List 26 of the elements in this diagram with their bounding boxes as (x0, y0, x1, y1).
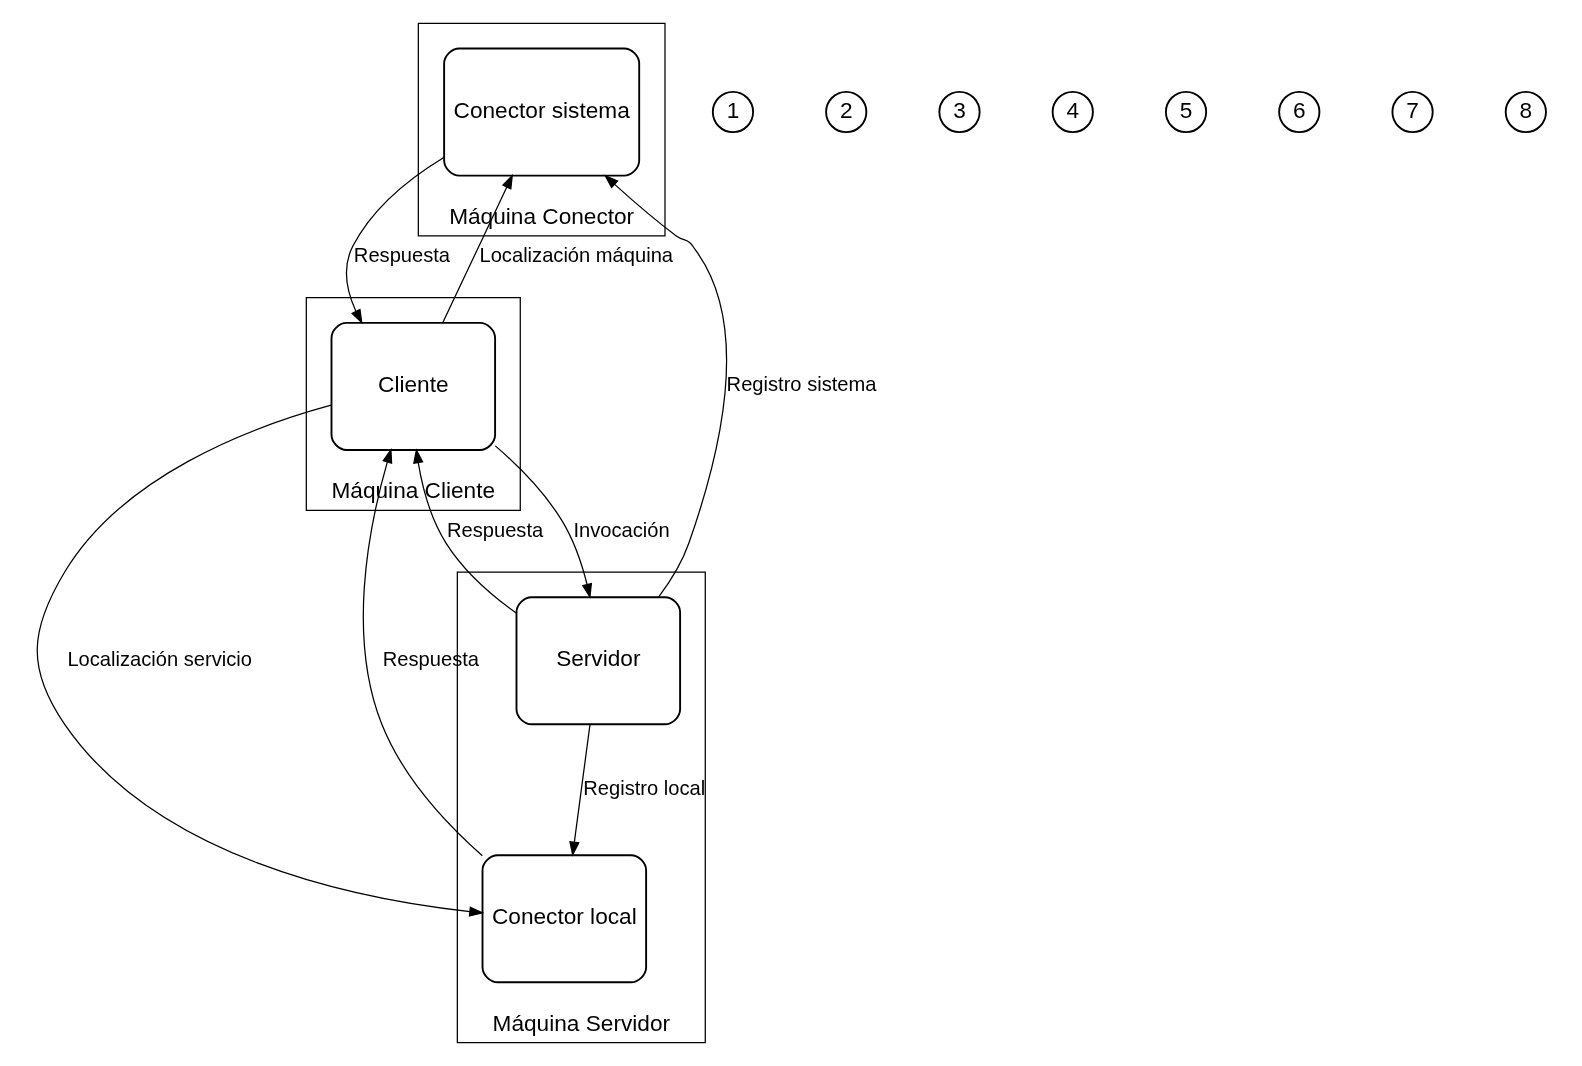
node-box: Servidor (515, 596, 681, 726)
node-circle: 7 (1391, 90, 1434, 134)
edge-label: Respuesta (446, 518, 543, 541)
node-box: Cliente (330, 321, 496, 451)
node-box: Conector sistema (442, 47, 640, 177)
arrow (36, 404, 484, 917)
arrow (345, 156, 444, 325)
node-circle: 8 (1504, 90, 1547, 134)
node-box: Conector local (481, 854, 647, 984)
edge-label: Registro sistema (726, 373, 876, 396)
arrow (412, 448, 517, 614)
edge-label: Localización máquina (479, 244, 673, 267)
arrow (568, 723, 591, 857)
edge-label: Localización servicio (66, 647, 252, 670)
node-circle: 6 (1277, 90, 1320, 134)
edge-label: Invocación (572, 518, 670, 541)
node-circle: 4 (1051, 90, 1094, 134)
arrow (362, 448, 483, 857)
node-circle: 1 (711, 90, 754, 134)
arrow (494, 445, 592, 599)
node-circle: 5 (1164, 90, 1207, 134)
node-circle: 2 (824, 90, 867, 134)
edge-label: Registro local (582, 776, 705, 799)
node-circle: 3 (937, 90, 981, 134)
arrow (603, 174, 727, 598)
edge-label: Respuesta (353, 244, 450, 267)
